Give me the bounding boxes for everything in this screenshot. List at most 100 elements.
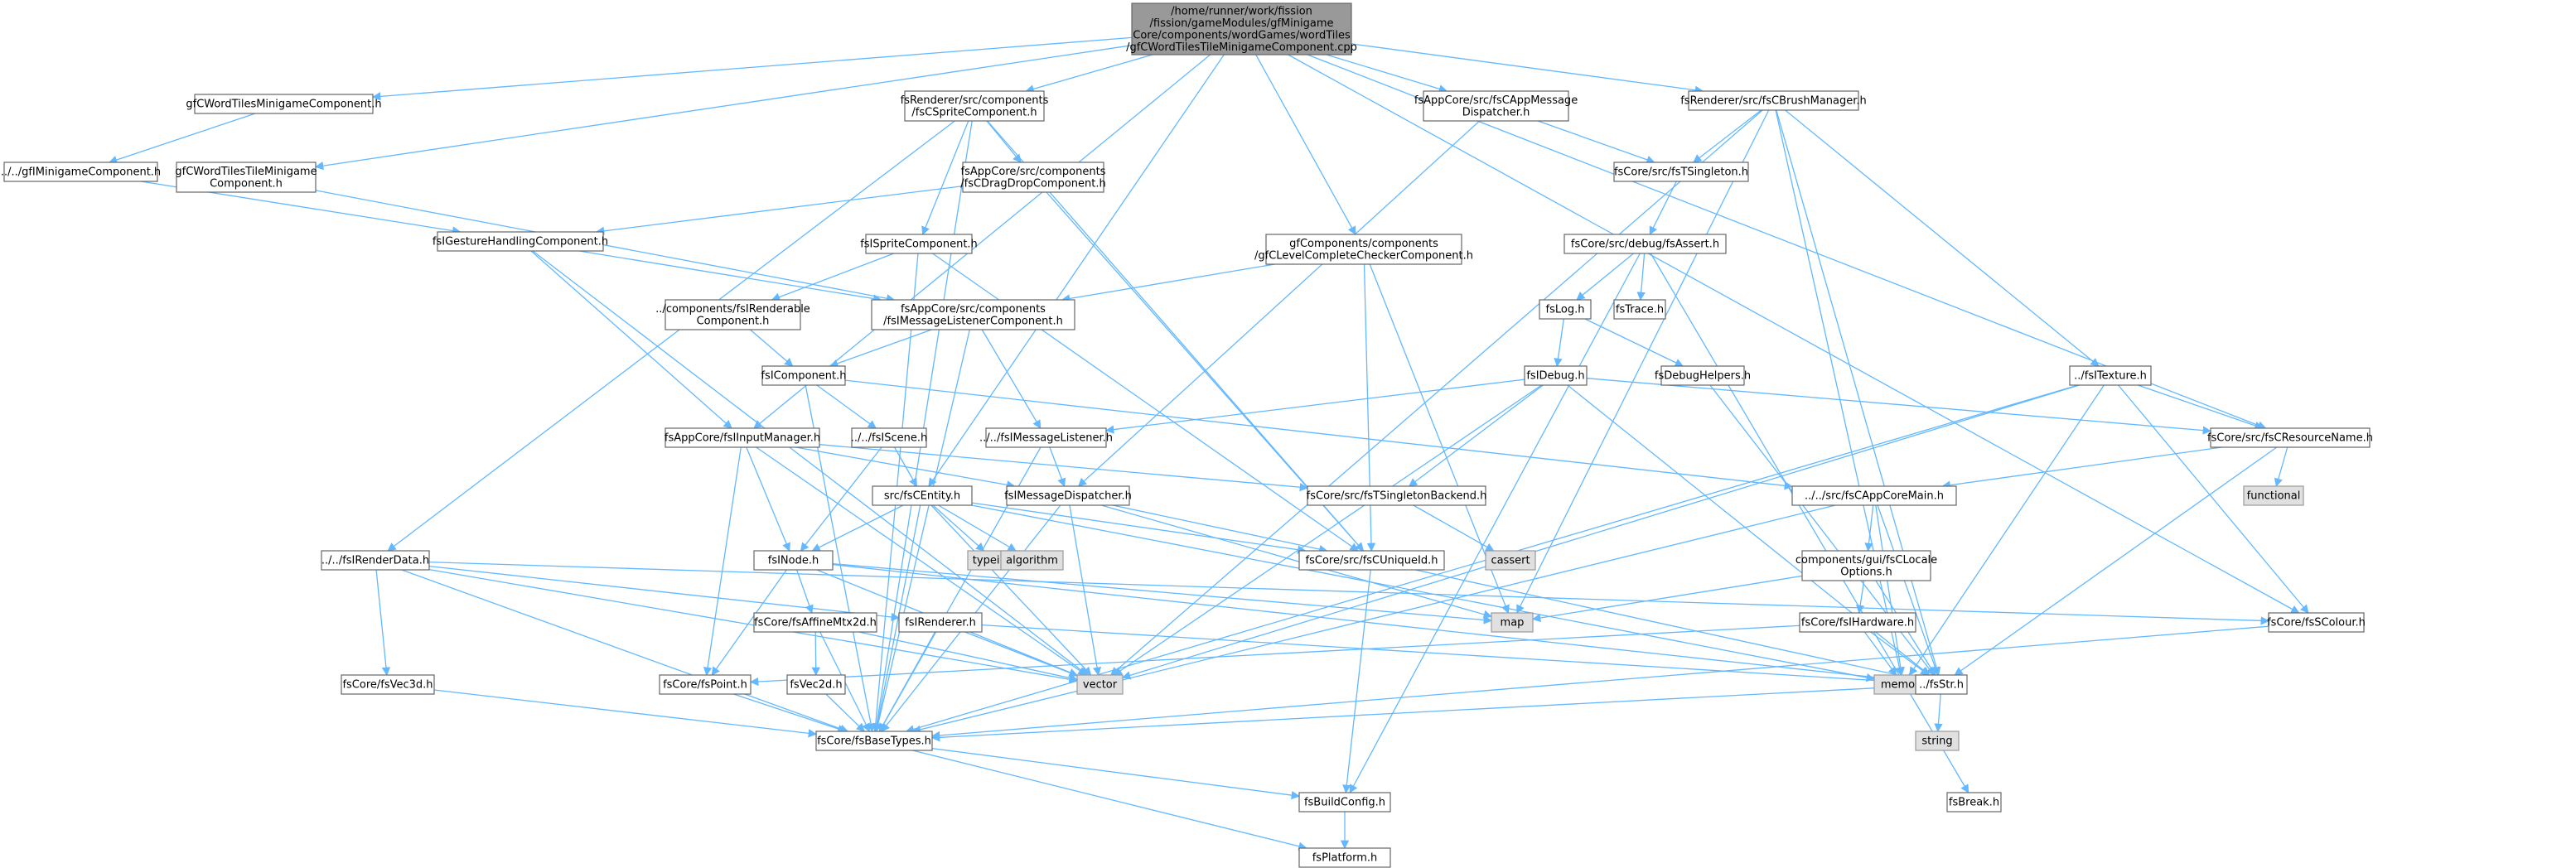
node-gfimc[interactable]: ../../gfIMinigameComponent.h: [1, 162, 161, 182]
node-label: ../../fsIRenderData.h: [321, 555, 429, 567]
edge-fsam-to-fsv2: [811, 631, 820, 677]
edge-fsv3-to-fsbt: [433, 689, 818, 738]
node-fsam[interactable]: fsCore/fsAffineMtx2d.h: [753, 612, 877, 633]
node-fsinode[interactable]: fsINode.h: [753, 550, 834, 571]
node-fslog[interactable]: fsLog.h: [1539, 299, 1592, 320]
node-label: functional: [2247, 490, 2301, 503]
node-fsaim[interactable]: fsAppCore/fsIInputManager.h: [665, 427, 820, 448]
node-box: [851, 427, 927, 448]
edge-root-to-fscolour: [1288, 54, 2300, 614]
node-root: /home/runner/work/fission/fission/gameMo…: [1126, 2, 1357, 55]
edges: [108, 36, 2309, 851]
node-gfcwttmc[interactable]: gfCWordTilesTileMinigameComponent.h: [175, 162, 317, 193]
node-label: fsAppCore/src/components: [961, 166, 1106, 178]
dependency-edge: [1649, 181, 1677, 235]
node-fsrcsc[interactable]: fsRenderer/src/components/fsCSpriteCompo…: [901, 90, 1049, 122]
edge-fsirc-to-fsic: [749, 329, 794, 367]
node-fsisc[interactable]: fsISpriteComponent.h: [860, 234, 978, 254]
dependency-edge: [1934, 693, 1943, 733]
node-fscrn[interactable]: fsCore/src/fsCResourceName.h: [2207, 427, 2373, 448]
node-fsbc[interactable]: fsBuildConfig.h: [1298, 792, 1391, 813]
edge-fsrcbm-to-map: [1516, 109, 1770, 614]
node-box: [2268, 612, 2365, 633]
edge-fsrcsc-to-fsird: [387, 120, 955, 552]
edge-root-to-fsrcbm: [1351, 43, 1704, 94]
node-fsassert[interactable]: fsCore/src/debug/fsAssert.h: [1563, 234, 1727, 254]
edge-fsidebug-to-fscrn: [1586, 378, 2212, 435]
node-fsimlc[interactable]: fsAppCore/src/components/fsIMessageListe…: [871, 299, 1075, 330]
node-fsic[interactable]: fsIComponent.h: [761, 365, 847, 386]
dependency-edge: [1049, 446, 1066, 487]
node-fsirend[interactable]: fsIRenderer.h: [898, 612, 983, 633]
node-label: fsCore/src/fsTSingleton.h: [1614, 166, 1748, 179]
node-box: [1524, 365, 1588, 386]
edge-fsitex-to-fscolour: [2118, 384, 2309, 614]
node-label: string: [1921, 735, 1952, 748]
node-label: ../fsStr.h: [1919, 679, 1964, 692]
dependency-edge: [1104, 379, 1525, 434]
node-fscam[interactable]: ../../src/fsCAppCoreMain.h: [1791, 485, 1957, 506]
node-fsplat[interactable]: fsPlatform.h: [1298, 847, 1391, 868]
dependency-edge: [2138, 384, 2264, 430]
node-fsbreak[interactable]: fsBreak.h: [1946, 792, 2002, 813]
node-box: [1265, 234, 1462, 265]
node-fsacddc[interactable]: fsAppCore/src/components/fsCDragDropComp…: [960, 162, 1106, 193]
node-label: fsCore/src/debug/fsAssert.h: [1571, 239, 1719, 251]
dependency-edge: [1326, 54, 1448, 94]
node-label: fsINode.h: [768, 555, 819, 567]
node-fsstr[interactable]: ../fsStr.h: [1915, 674, 1968, 695]
edge-fsbt-to-fsbc: [931, 747, 1301, 800]
edge-fsaim-to-fstsb: [819, 444, 1309, 492]
dependency-edge: [314, 45, 1133, 171]
edge-fsird-to-fscolour: [428, 561, 2270, 625]
edge-fsirend-to-vector: [964, 631, 1078, 678]
edge-fsacmd-to-fsimd: [1077, 120, 1481, 487]
dependency-edge: [795, 569, 814, 614]
node-fsce[interactable]: src/fsCEntity.h: [872, 485, 973, 506]
dependency-edge: [578, 250, 882, 303]
node-fsidebug[interactable]: fsIDebug.h: [1524, 365, 1588, 386]
node-fsv3[interactable]: fsCore/fsVec3d.h: [341, 674, 435, 695]
node-label: ../../src/fsCAppCoreMain.h: [1805, 490, 1944, 503]
node-label: fsAppCore/src/fsCAppMessage: [1414, 94, 1578, 107]
node-fsihw[interactable]: fsCore/fsIHardware.h: [1799, 612, 1916, 633]
node-fscuid[interactable]: fsCore/src/fsCUniqueId.h: [1298, 550, 1445, 571]
node-fscolour[interactable]: fsCore/fsSColour.h: [2267, 612, 2366, 633]
edge-fsihw-to-fsstr: [1870, 631, 1930, 676]
node-fsrcbm[interactable]: fsRenderer/src/fsCBrushManager.h: [1680, 90, 1867, 111]
node-fsiml[interactable]: ../../fsIMessageListener.h: [979, 427, 1113, 448]
dependency-edge: [872, 120, 973, 733]
node-gflcc[interactable]: gfComponents/components/gfCLevelComplete…: [1254, 234, 1473, 265]
dependency-edge: [930, 504, 1092, 676]
node-fsiscene[interactable]: ../../fsIScene.h: [851, 427, 927, 448]
dependency-edge: [832, 562, 1493, 624]
edge-fsinode-to-map: [832, 562, 1493, 624]
node-box: [1915, 674, 1968, 695]
edge-fsihw-to-memory: [1863, 631, 1897, 676]
dependency-edge: [1516, 109, 1770, 614]
node-fsird[interactable]: ../../fsIRenderData.h: [321, 550, 430, 571]
node-box: [176, 162, 317, 193]
node-fsitex[interactable]: ../fsITexture.h: [2069, 365, 2152, 386]
node-box: [1946, 792, 2002, 813]
node-fstrace[interactable]: fsTrace.h: [1613, 299, 1666, 320]
node-fsdbgh[interactable]: fsDebugHelpers.h: [1655, 365, 1751, 386]
node-gfcwtmc[interactable]: gfCWordTilesMinigameComponent.h: [186, 94, 382, 114]
node-fsimd[interactable]: fsIMessageDispatcher.h: [1004, 485, 1132, 506]
edge-fsce-to-memory: [971, 504, 1876, 682]
node-box: [1688, 90, 1859, 111]
dependency-edge: [873, 329, 970, 733]
node-fsbt[interactable]: fsCore/fsBaseTypes.h: [815, 731, 933, 751]
node-fspoint[interactable]: fsCore/fsPoint.h: [659, 674, 752, 695]
node-fstsb[interactable]: fsCore/src/fsTSingletonBackend.h: [1307, 485, 1487, 506]
node-fsigh[interactable]: fsIGestureHandlingComponent.h: [433, 231, 608, 252]
dependency-edge: [1875, 504, 1905, 677]
edge-fsinode-to-fsstr: [832, 563, 1917, 686]
node-fstsing[interactable]: fsCore/src/fsTSingleton.h: [1613, 162, 1749, 182]
nodes: /home/runner/work/fission/fission/gameMo…: [1, 2, 2373, 868]
node-label: /fsCSpriteComponent.h: [911, 106, 1037, 118]
node-fsv2[interactable]: fsVec2d.h: [786, 674, 846, 695]
